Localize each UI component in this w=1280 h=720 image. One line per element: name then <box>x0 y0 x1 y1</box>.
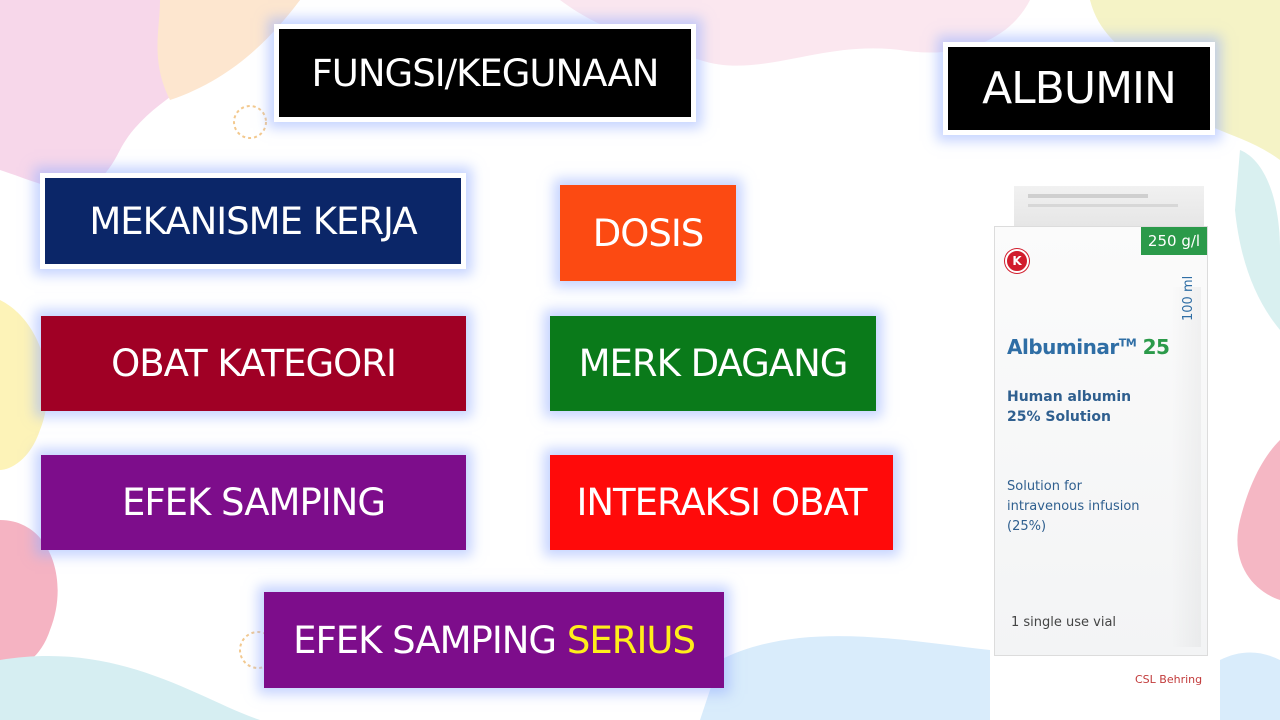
mekanisme-kerja-label: MEKANISME KERJA <box>89 199 417 243</box>
albumin-title-label: ALBUMIN <box>982 63 1177 114</box>
albuminar-product-box: 250 g/l K 100 ml AlbuminarTM 25 Human al… <box>988 186 1220 686</box>
interaksi-obat-tile[interactable]: INTERAKSI OBAT <box>550 455 893 550</box>
k-mark-icon: K <box>1005 249 1029 273</box>
efek-samping-serius-prefix: EFEK SAMPING <box>293 618 557 662</box>
efek-samping-label: EFEK SAMPING <box>121 481 386 524</box>
merk-dagang-label: MERK DAGANG <box>578 342 849 385</box>
vial-count: 1 single use vial <box>1011 615 1117 630</box>
product-description: Human albumin 25% Solution <box>1007 387 1131 427</box>
fungsi-kegunaan-label: FUNGSI/KEGUNAAN <box>311 51 660 95</box>
product-line-2: 25% Solution <box>1007 409 1111 425</box>
product-line-1: Human albumin <box>1007 389 1132 405</box>
brand-number: 25 <box>1142 335 1170 359</box>
product-line-3: Solution for <box>1007 479 1082 494</box>
mekanisme-kerja-tile[interactable]: MEKANISME KERJA <box>40 173 466 269</box>
volume-label: 100 ml <box>1181 275 1196 321</box>
obat-kategori-label: OBAT KATEGORI <box>111 342 397 385</box>
brand-name: AlbuminarTM 25 <box>1007 335 1170 359</box>
manufacturer-label: CSL Behring <box>1135 673 1203 686</box>
brand-name-text: Albuminar <box>1007 335 1119 359</box>
trademark-mark: TM <box>1118 336 1137 350</box>
dosis-tile[interactable]: DOSIS <box>560 185 736 281</box>
albumin-title-tile[interactable]: ALBUMIN <box>943 42 1215 135</box>
box-top-flap <box>1014 186 1204 230</box>
efek-samping-tile[interactable]: EFEK SAMPING <box>41 455 466 550</box>
serius-highlight: SERIUS <box>566 618 696 662</box>
box-front-face: 250 g/l K 100 ml AlbuminarTM 25 Human al… <box>994 226 1208 686</box>
efek-samping-serius-label: EFEK SAMPING SERIUS <box>293 618 696 662</box>
product-usage: Solution for intravenous infusion (25%) <box>1007 477 1140 537</box>
product-line-4: intravenous infusion <box>1007 499 1140 514</box>
merk-dagang-tile[interactable]: MERK DAGANG <box>550 316 876 411</box>
interaksi-obat-label: INTERAKSI OBAT <box>576 481 867 524</box>
product-line-5: (25%) <box>1007 519 1047 534</box>
dosis-label: DOSIS <box>592 211 704 255</box>
obat-kategori-tile[interactable]: OBAT KATEGORI <box>41 316 466 411</box>
concentration-band: 250 g/l <box>1141 227 1207 255</box>
efek-samping-serius-tile[interactable]: EFEK SAMPING SERIUS <box>264 592 724 688</box>
fungsi-kegunaan-tile[interactable]: FUNGSI/KEGUNAAN <box>274 24 696 122</box>
